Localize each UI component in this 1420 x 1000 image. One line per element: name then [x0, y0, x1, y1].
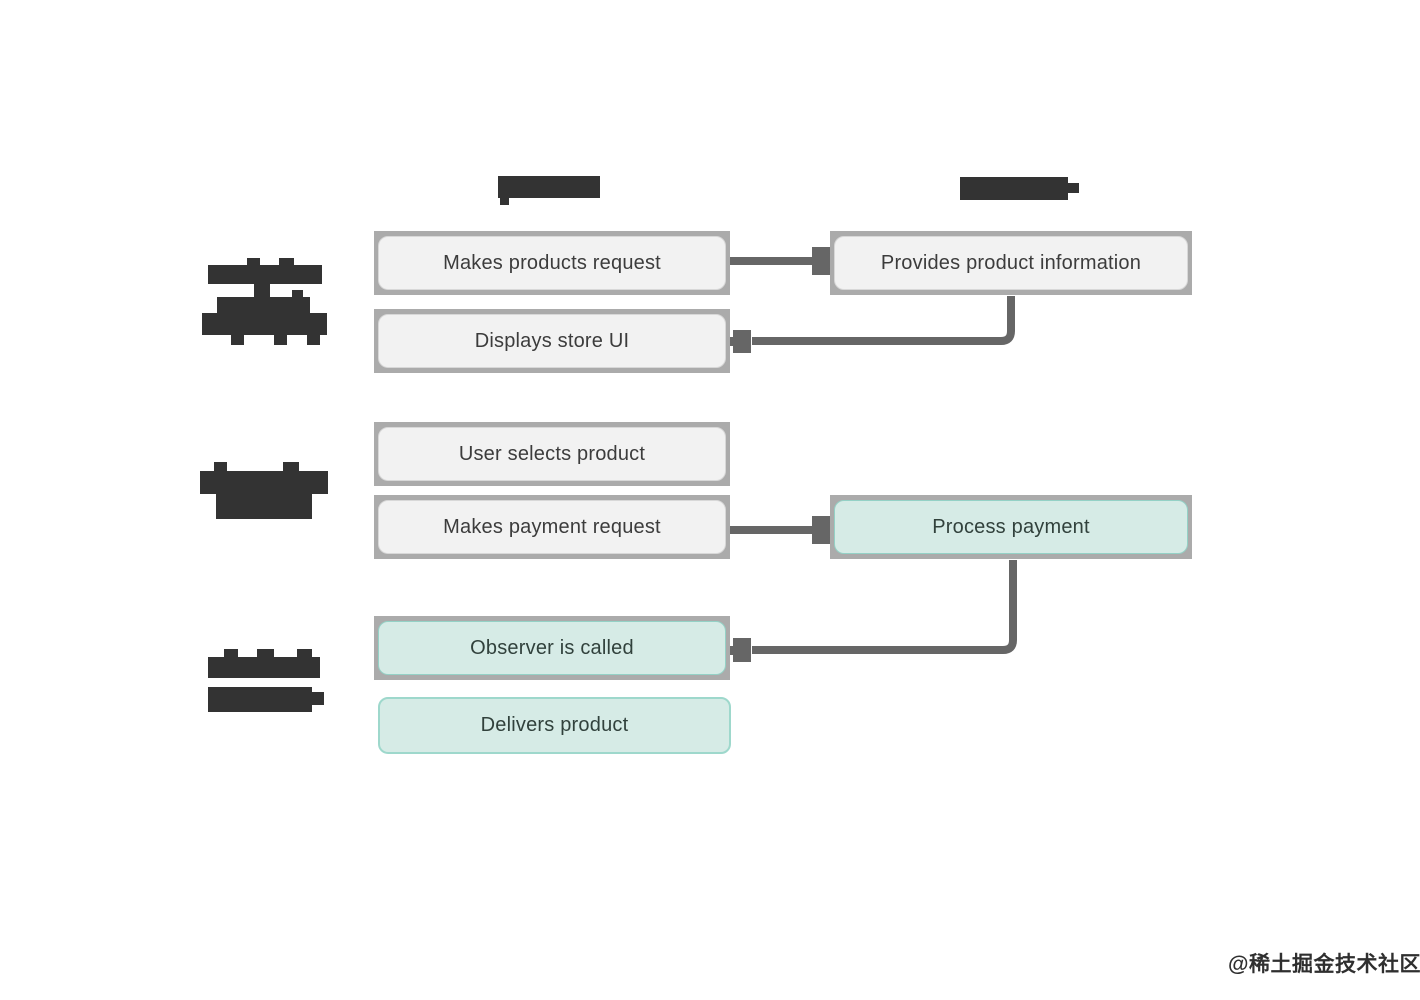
node-label: Observer is called	[470, 636, 634, 659]
node-process-payment: Process payment	[834, 500, 1188, 554]
row-group-label-2-redacted	[200, 462, 330, 519]
node-frame-user-selects-product: User selects product	[374, 422, 730, 486]
column-header-right-redacted	[959, 176, 1080, 201]
node-label: User selects product	[458, 442, 646, 465]
node-frame-provides-product-information: Provides product information	[830, 231, 1192, 295]
node-label: Delivers product	[480, 714, 629, 736]
watermark: @稀土掘金技术社区	[1228, 948, 1420, 978]
node-frame-observer-is-called: Observer is called	[374, 616, 730, 680]
node-delivers-product: Delivers product	[378, 697, 731, 754]
node-label: Process payment	[932, 515, 1090, 538]
node-frame-makes-payment-request: Makes payment request	[374, 495, 730, 559]
edge-makes-payment-to-process-payment	[729, 516, 841, 544]
row-group-label-3-redacted	[200, 649, 328, 712]
node-frame-makes-products-request: Makes products request	[374, 231, 730, 295]
node-displays-store-ui: Displays store UI	[378, 314, 726, 368]
node-frame-displays-store-ui: Displays store UI	[374, 309, 730, 373]
node-label: Makes payment request	[443, 515, 661, 538]
node-label: Displays store UI	[474, 329, 630, 352]
node-makes-products-request: Makes products request	[378, 236, 726, 290]
edge-process-payment-to-observer	[727, 560, 1017, 662]
node-label: Makes products request	[443, 251, 661, 274]
column-header-left-redacted	[497, 176, 601, 206]
node-label: Provides product information	[880, 251, 1142, 274]
node-provides-product-information: Provides product information	[834, 236, 1188, 290]
node-frame-process-payment: Process payment	[830, 495, 1192, 559]
node-observer-is-called: Observer is called	[378, 621, 726, 675]
node-user-selects-product: User selects product	[378, 427, 726, 481]
edge-provides-info-to-displays-ui	[727, 296, 1015, 353]
watermark-text: @稀土掘金技术社区	[1228, 953, 1420, 976]
node-makes-payment-request: Makes payment request	[378, 500, 726, 554]
edge-makes-products-to-provides-info	[729, 247, 841, 275]
row-group-label-1-redacted	[200, 257, 330, 346]
